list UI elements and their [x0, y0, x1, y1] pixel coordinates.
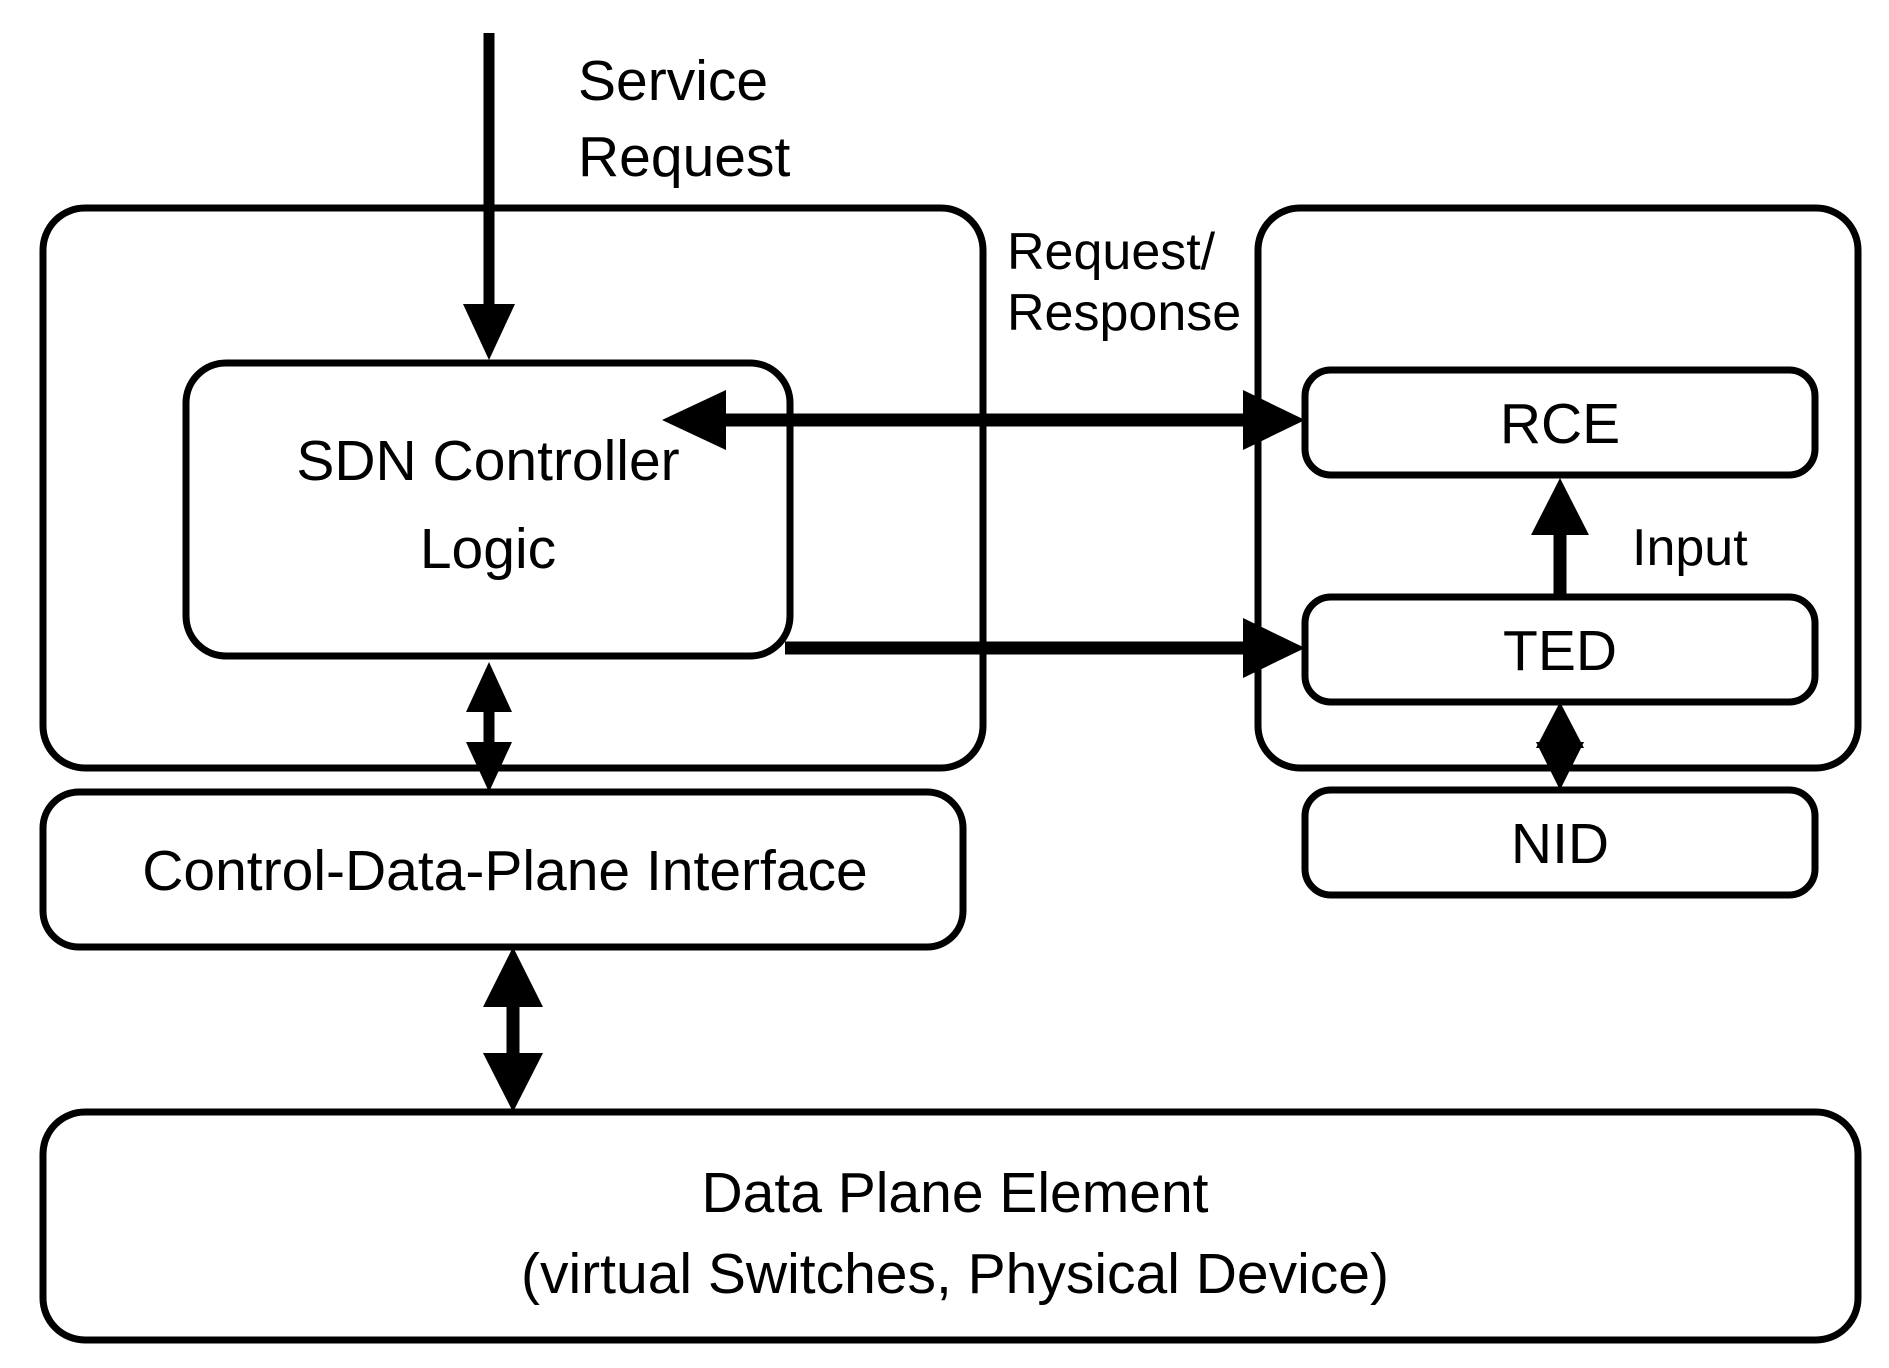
nid-label: NID	[1511, 812, 1609, 876]
controller-to-ted-arrow	[785, 618, 1305, 678]
sdn-controller-logic-label-line2: Logic	[420, 517, 556, 581]
ted-label: TED	[1503, 619, 1617, 683]
data-plane-element-label-line1: Data Plane Element	[702, 1161, 1209, 1225]
request-response-label-line1: Request/	[1007, 223, 1216, 281]
request-response-label-line2: Response	[1007, 284, 1241, 342]
input-label: Input	[1632, 519, 1748, 577]
request-response-arrow	[662, 390, 1305, 450]
service-request-label-line2: Request	[578, 125, 790, 189]
control-data-plane-interface-label: Control-Data-Plane Interface	[142, 839, 868, 903]
service-request-arrow	[463, 33, 515, 360]
service-request-label-line1: Service	[578, 49, 768, 113]
control-data-plane-interface-box[interactable]	[39, 788, 967, 951]
controller-to-cdpi-arrow	[466, 662, 512, 792]
rce-box[interactable]	[1301, 366, 1819, 479]
cdpi-to-data-plane-arrow	[483, 947, 543, 1112]
rce-label: RCE	[1500, 392, 1620, 456]
data-plane-element-label-line2: (virtual Switches, Physical Device)	[521, 1242, 1389, 1306]
ted-nid-arrow	[1536, 702, 1584, 790]
sdn-controller-logic-label-line1: SDN Controller	[296, 429, 679, 493]
ted-to-rce-arrow	[1531, 478, 1589, 597]
sdn-controller-logic-box[interactable]	[182, 359, 794, 660]
data-plane-element-box[interactable]	[39, 1108, 1862, 1344]
